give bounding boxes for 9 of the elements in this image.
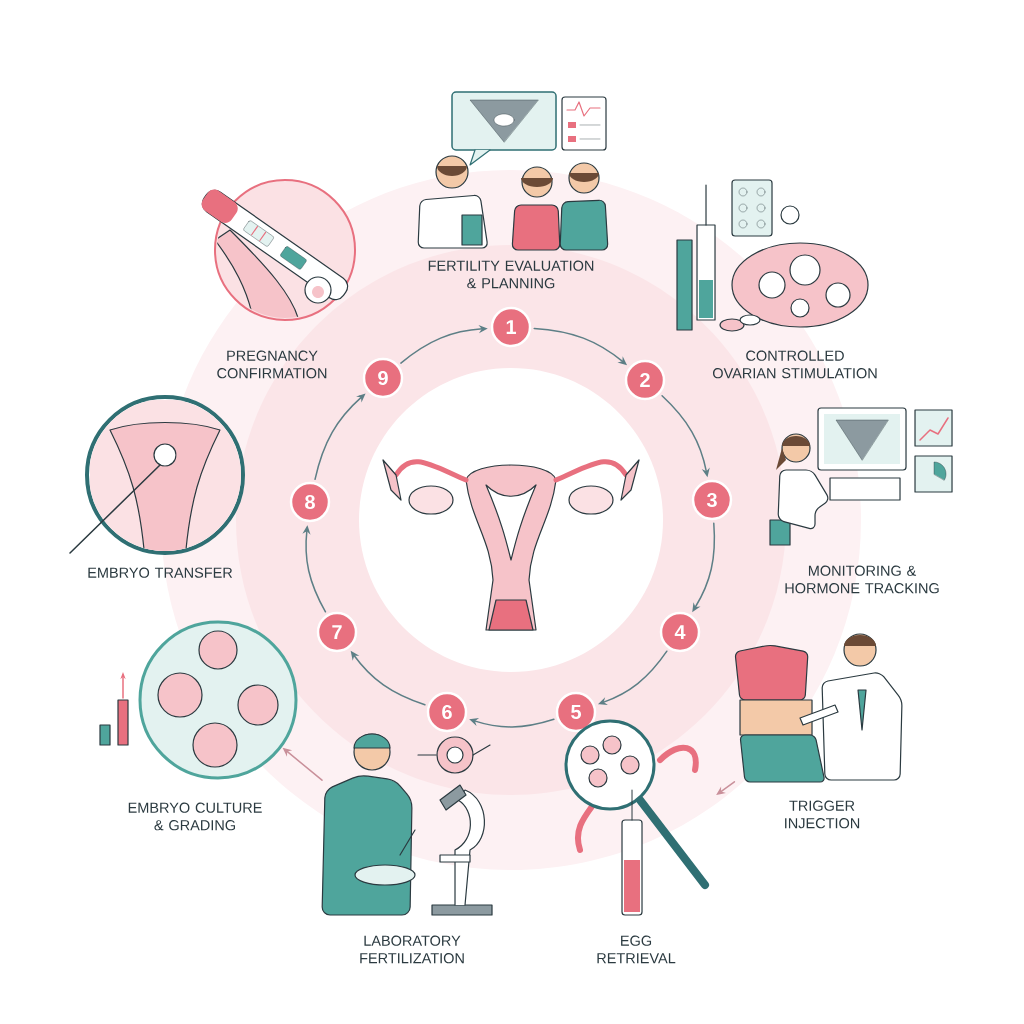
step-title: TRIGGER INJECTION [785, 800, 860, 829]
step-title: PREGNANCY CONFIRMATION [217, 350, 327, 379]
step-title: CONTROLLED OVARIAN STIMULATION [713, 350, 877, 379]
step-title: EMBRYO CULTURE & GRADING [128, 802, 262, 831]
step-title: FERTILITY EVALUATION & PLANNING [428, 260, 594, 289]
step-title: EGG RETRIEVAL [597, 935, 676, 964]
step-title: LABORATORY FERTILIZATION [360, 935, 464, 964]
step-title: EMBRYO TRANSFER [88, 567, 233, 578]
step-title: MONITORING & HORMONE TRACKING [785, 565, 939, 594]
